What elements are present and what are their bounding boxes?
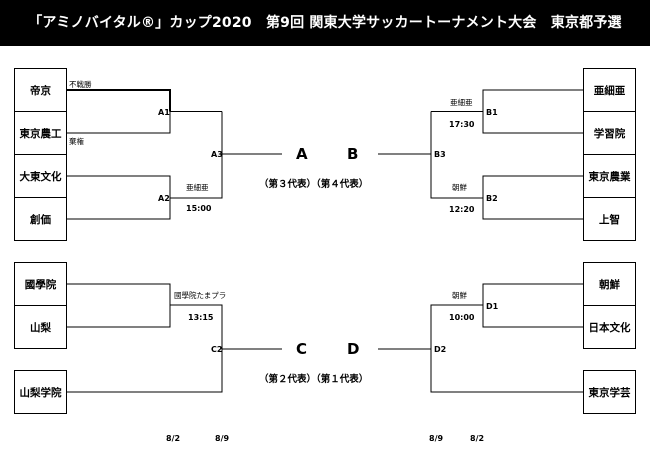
team-box: 創価: [14, 197, 67, 241]
date-label: 8/2: [470, 434, 485, 443]
team-box: 山梨: [14, 305, 67, 349]
date-label: 8/2: [166, 434, 181, 443]
match-time-b1: 17:30: [449, 120, 475, 129]
team-box: 東京学芸: [583, 370, 636, 414]
match-time-b2: 12:20: [449, 205, 475, 214]
match-venue-b2: 朝鮮: [452, 183, 467, 192]
match-code-d2: D2: [434, 345, 447, 354]
date-label: 8/9: [429, 434, 444, 443]
team-box: 山梨学院: [14, 370, 67, 414]
team-box: 帝京: [14, 68, 67, 112]
team-box: 東京農工: [14, 111, 67, 155]
final-slot-b: B: [347, 145, 359, 163]
date-label: 8/9: [215, 434, 230, 443]
team-box: 学習院: [583, 111, 636, 155]
team-box: 大東文化: [14, 154, 67, 198]
walkover-note: 不戦勝: [69, 80, 92, 89]
final-slot-d: D: [347, 340, 360, 358]
match-code-b3: B3: [434, 150, 446, 159]
match-time-a2: 15:00: [186, 204, 212, 213]
representative-label-top: （第３代表）（第４代表）: [259, 179, 369, 190]
match-code-b2: B2: [486, 194, 498, 203]
match-venue-d1: 朝鮮: [452, 291, 467, 300]
team-box: 日本文化: [583, 305, 636, 349]
match-code-a1: A1: [158, 108, 170, 117]
team-box: 國學院: [14, 262, 67, 306]
forfeit-note: 棄権: [69, 137, 84, 146]
match-venue-a2: 亜細亜: [186, 183, 209, 192]
match-code-a2: A2: [158, 194, 170, 203]
representative-label-bottom: （第２代表）（第１代表）: [259, 374, 369, 385]
team-box: 上智: [583, 197, 636, 241]
team-box: 東京農業: [583, 154, 636, 198]
match-code-a3: A3: [211, 150, 223, 159]
match-code-d1: D1: [486, 302, 499, 311]
page-title: 「アミノバイタル®」カップ2020 第9回 関東大学サッカートーナメント大会 東…: [0, 0, 650, 46]
match-venue-b1: 亜細亜: [450, 98, 473, 107]
match-code-c2: C2: [211, 345, 223, 354]
match-code-b1: B1: [486, 108, 498, 117]
match-venue-c2: 國學院たまプラ: [174, 291, 227, 300]
match-time-d1: 10:00: [449, 313, 475, 322]
final-slot-c: C: [296, 340, 308, 358]
match-time-c2: 13:15: [188, 313, 214, 322]
final-slot-a: A: [296, 145, 308, 163]
